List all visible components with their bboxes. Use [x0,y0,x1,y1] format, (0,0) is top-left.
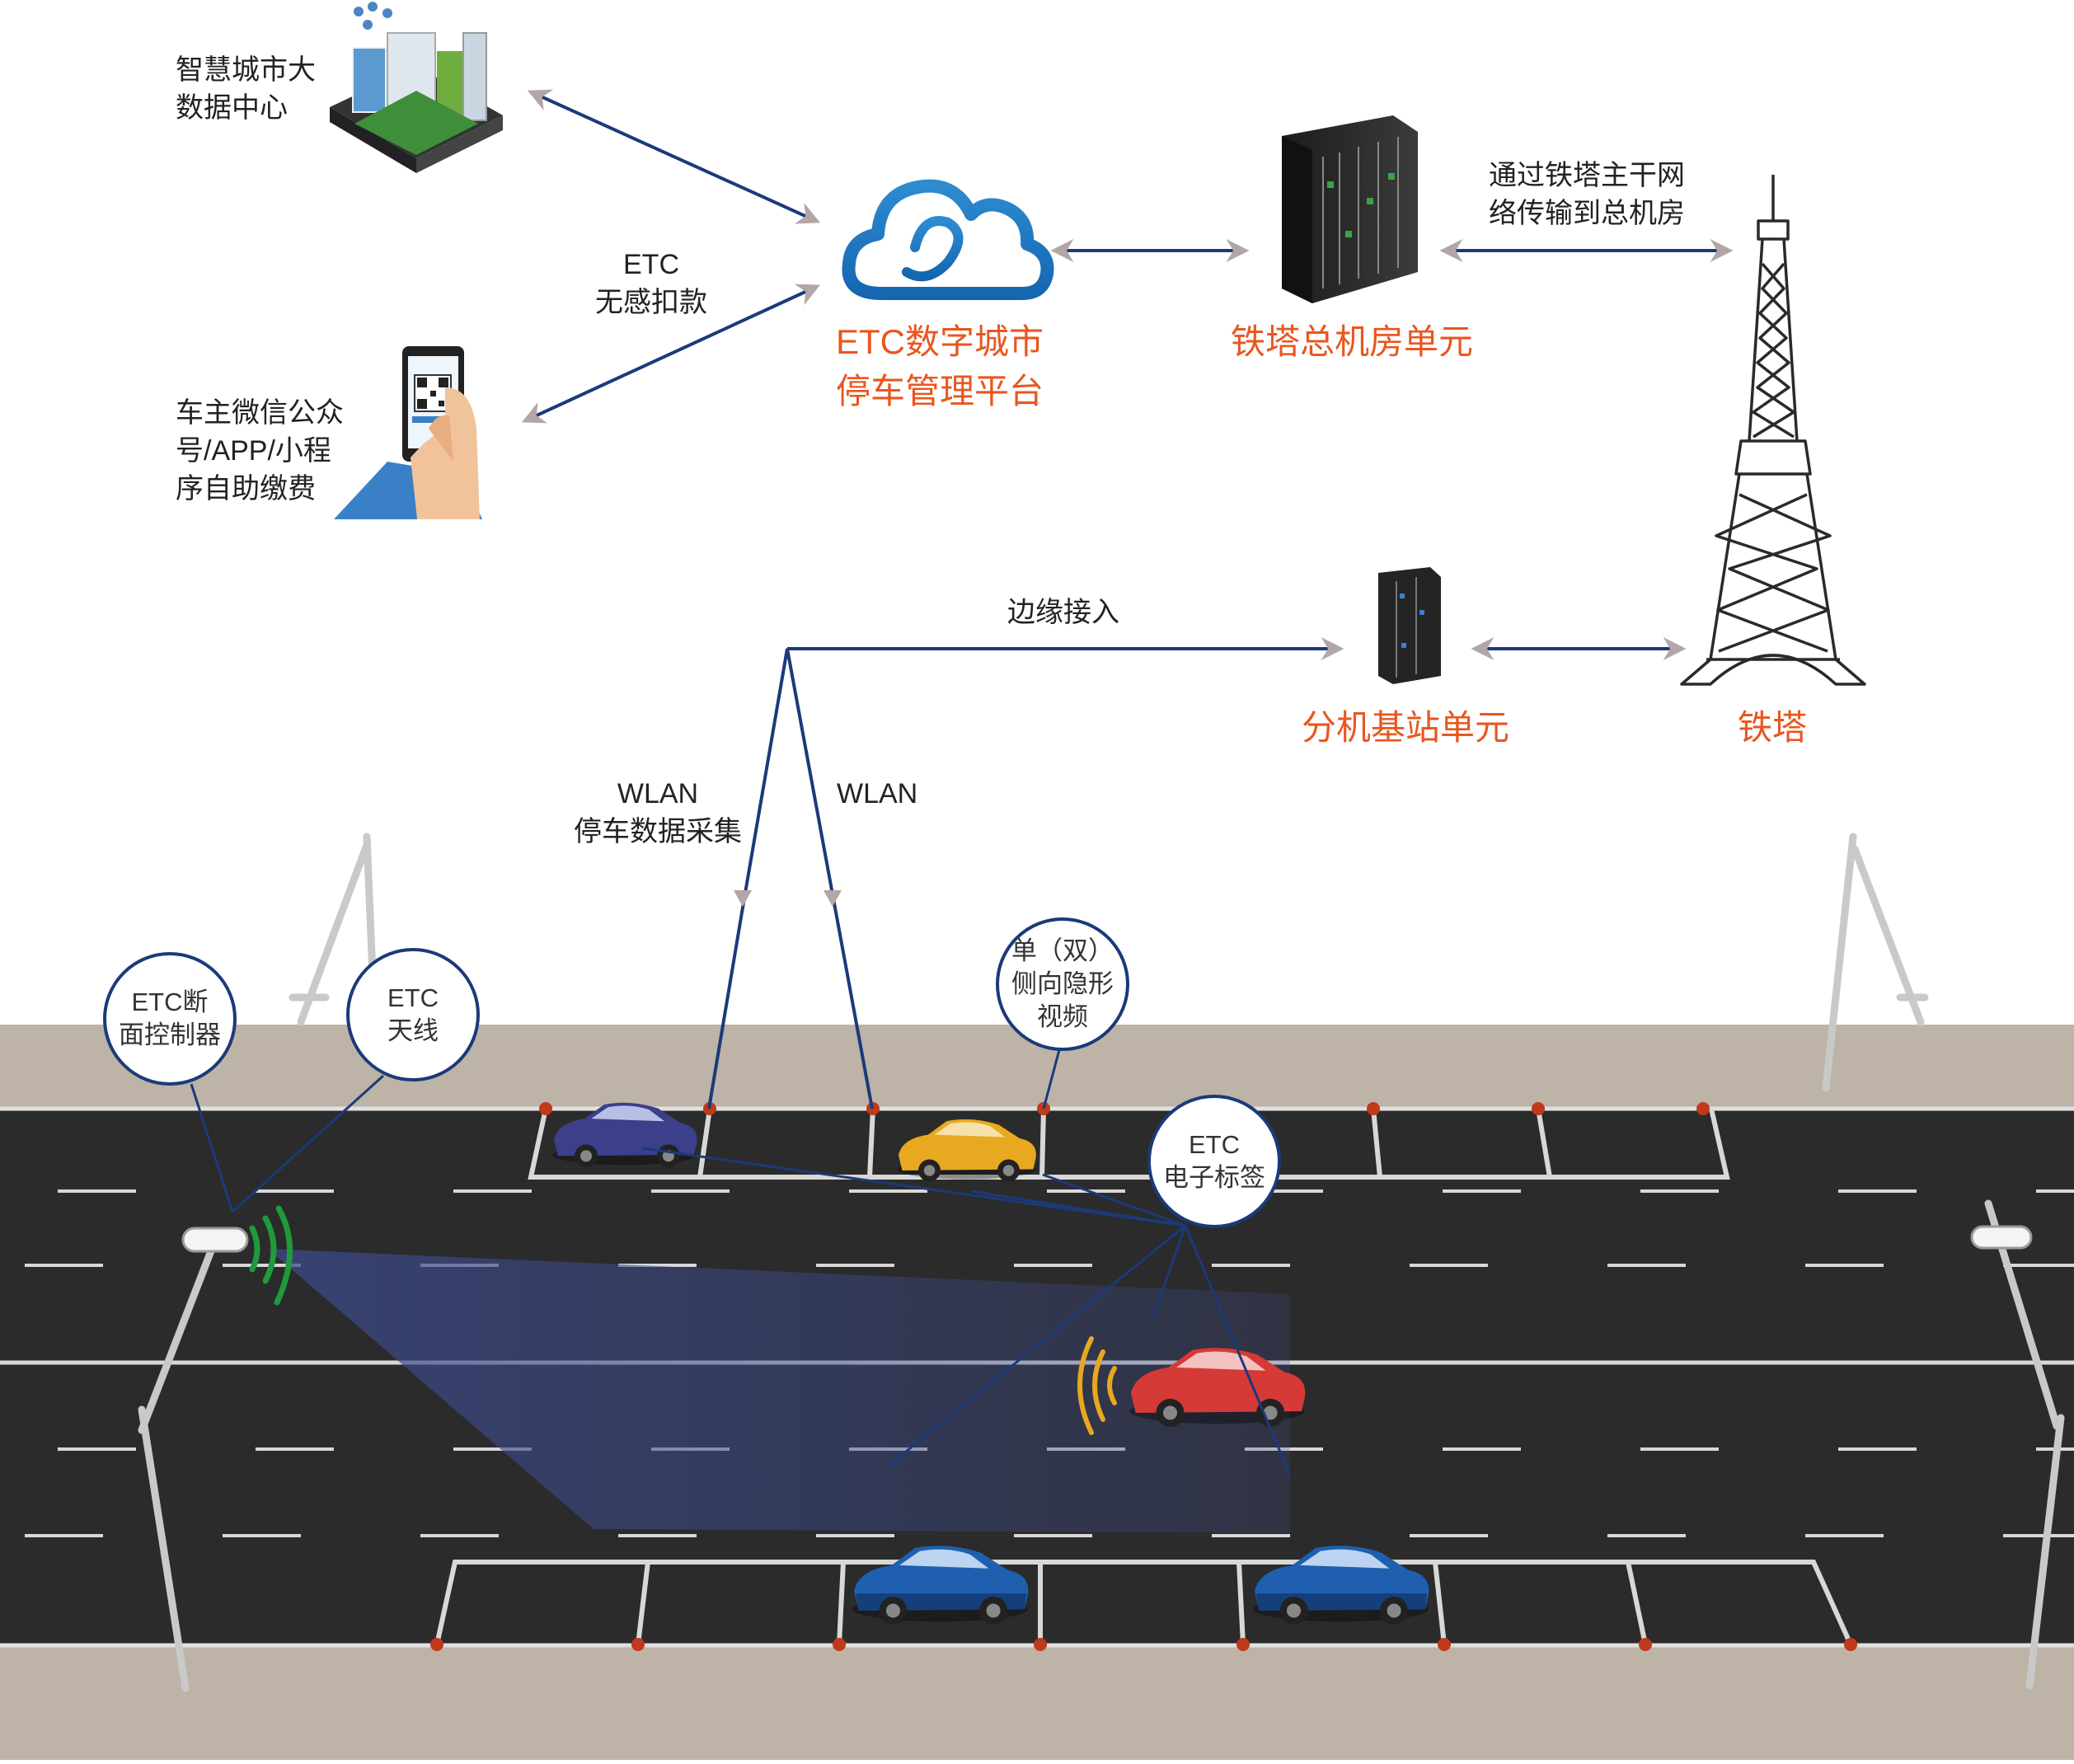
branch-station-label: 分机基站单元 [1301,708,1509,747]
car-purple [552,1102,697,1168]
side-video-bubble: 单（双） 侧向隐形 视频 [996,917,1129,1051]
bottom-parking-slots [434,1560,1853,1646]
wlan-left-label: WLAN 停车数据采集 [574,778,742,847]
bottom-slot-markers [430,1638,1857,1651]
wlan-right-label: WLAN [837,778,918,809]
data-center-illustration [330,2,503,173]
branch-server-icon [1378,567,1441,684]
pole-lamps [181,1225,2033,1253]
tag-waves [1077,1336,1117,1435]
etc-antenna-bubble: ETC 天线 [346,948,480,1081]
platform-label: ETC数字城市 停车管理平台 [835,322,1044,411]
edge-access-label: 边缘接入 [1007,597,1119,628]
antenna-waves [249,1205,293,1306]
phone-illustration [334,346,482,519]
wechat-pay-label: 车主微信公众 号/APP/小程 序自助缴费 [176,397,344,504]
cloud-icon [842,179,1054,300]
car-yellow [897,1119,1036,1182]
wlan-links [707,637,1344,1110]
lower-sidewalk [0,1647,2074,1760]
etc-tag-bubble: ETC 电子标签 [1147,1095,1281,1228]
etc-deduct-label: ETC 无感扣款 [595,249,707,318]
antenna-beam [268,1249,1290,1533]
tower-icon [1680,175,1866,686]
server-rack-icon [1282,115,1418,303]
data-center-label: 智慧城市大 数据中心 [176,54,316,124]
lane-dashes [25,1189,2074,1537]
road-links [190,1046,1292,1476]
backbone-label: 通过铁塔主干网 络传输到总机房 [1489,160,1685,229]
etc-controller-bubble: ETC断 面控制器 [103,952,237,1086]
tower-room-label: 铁塔总机房单元 [1230,322,1473,361]
network-links [521,89,1734,660]
tower-label: 铁塔 [1737,708,1807,747]
car-red [1129,1348,1306,1428]
